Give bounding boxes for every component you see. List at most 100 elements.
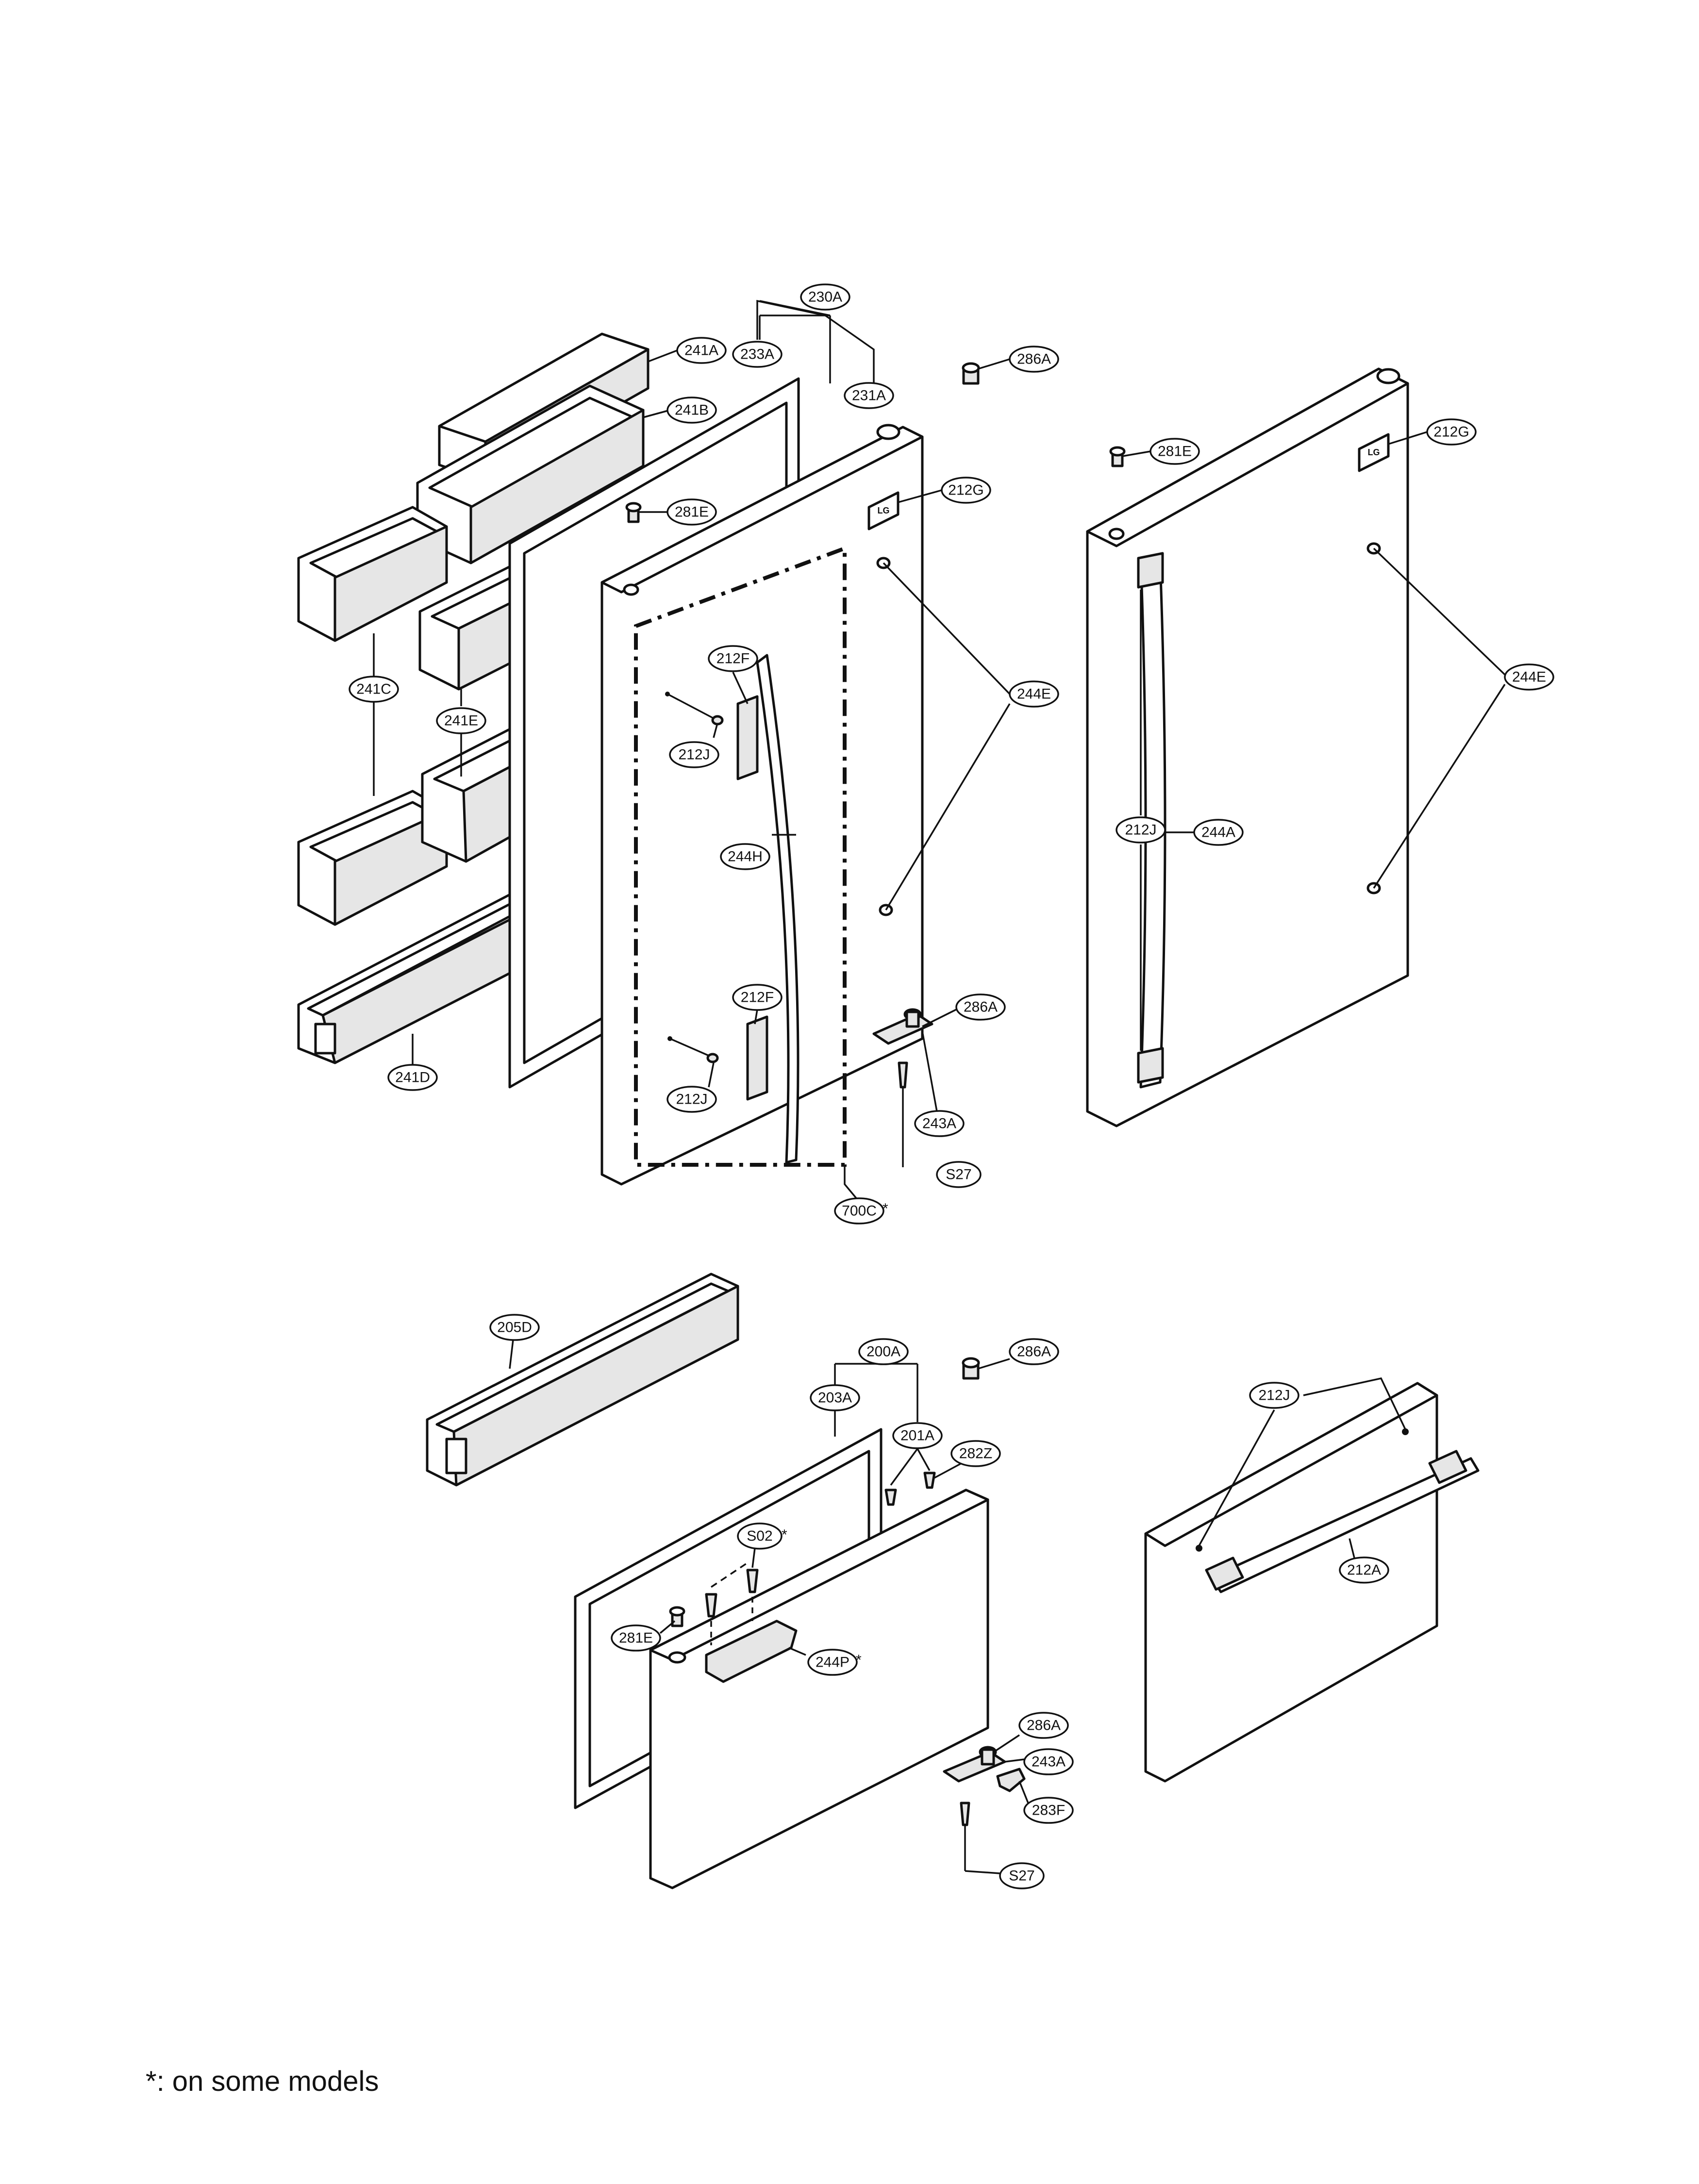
svg-text:212J: 212J — [676, 1092, 707, 1108]
callout-286A-drawer-lower: 286A — [1018, 1712, 1069, 1739]
hinge-pin-281E-drawer — [669, 1606, 685, 1627]
callout-281E-drawer: 281E — [611, 1624, 661, 1652]
svg-text:*: * — [883, 1201, 888, 1217]
svg-text:212J: 212J — [1258, 1388, 1290, 1404]
callout-241E: 241E — [436, 707, 486, 734]
svg-text:282Z: 282Z — [959, 1446, 992, 1462]
svg-text:S27: S27 — [946, 1167, 971, 1183]
callout-233A: 233A — [732, 341, 783, 368]
svg-text:230A: 230A — [808, 289, 842, 305]
callout-230A: 230A — [800, 283, 850, 311]
svg-text:281E: 281E — [619, 1630, 653, 1646]
svg-text:700C: 700C — [842, 1203, 877, 1219]
callout-212F-top: 212F — [708, 645, 758, 672]
callout-212J-top: 212J — [669, 741, 719, 768]
svg-text:231A: 231A — [852, 388, 886, 404]
handle-bracket-212F-top — [736, 695, 759, 780]
svg-text:244E: 244E — [1512, 669, 1546, 685]
callout-241D: 241D — [387, 1064, 438, 1091]
callout-286A-left-lower: 286A — [955, 993, 1006, 1021]
svg-text:241A: 241A — [684, 343, 718, 359]
small-bin-241C-top — [297, 506, 448, 642]
S02-dashed-link — [711, 1562, 748, 1588]
callout-212G-left-door: 212G — [941, 477, 991, 504]
callout-281E-left-door: 281E — [666, 498, 717, 526]
svg-text:244E: 244E — [1017, 686, 1051, 702]
svg-text:286A: 286A — [1027, 1718, 1061, 1734]
screw-S02-right — [746, 1569, 759, 1621]
svg-text:S27: S27 — [1009, 1868, 1034, 1884]
door-bin-241B — [416, 384, 645, 564]
hinge-pin-281E-right — [1109, 446, 1126, 467]
svg-text:241B: 241B — [675, 402, 709, 418]
footnote-on-some-models: *: on some models — [146, 2066, 379, 2097]
svg-text:LG: LG — [878, 506, 890, 515]
screw-S02-left — [705, 1593, 717, 1645]
svg-text:LG: LG — [1368, 447, 1380, 457]
callout-212J-drawer: 212J — [1249, 1382, 1299, 1409]
door-bin-205D — [426, 1273, 739, 1487]
callout-212J-right-door: 212J — [1116, 816, 1166, 844]
drawer-handle-244P — [705, 1620, 798, 1683]
svg-text:212F: 212F — [741, 990, 774, 1006]
callout-281E-right-door: 281E — [1149, 438, 1200, 465]
callout-241A: 241A — [676, 337, 727, 364]
callout-203A: 203A — [810, 1384, 860, 1411]
svg-text:212J: 212J — [678, 747, 710, 763]
callout-283F: 283F — [1023, 1797, 1074, 1824]
svg-text:244H: 244H — [728, 849, 763, 865]
svg-text:286A: 286A — [1017, 1344, 1051, 1360]
callout-244H: 244H — [720, 843, 770, 870]
callout-201A: 201A — [892, 1422, 943, 1449]
callout-244A: 244A — [1193, 819, 1244, 846]
screw-212J-drawer — [1196, 1428, 1409, 1552]
callout-243A-drawer: 243A — [1023, 1748, 1074, 1775]
callout-241C: 241C — [349, 676, 399, 703]
lg-logo-212G-right: LG — [1358, 433, 1390, 472]
svg-text:S02: S02 — [747, 1528, 772, 1544]
handle-bracket-212F-bottom — [746, 1015, 768, 1101]
callout-212G-right-door: 212G — [1426, 418, 1477, 446]
callout-S27-drawer: S27 — [999, 1862, 1045, 1889]
right-fridge-door-230A — [1086, 367, 1409, 1127]
callout-700C: 700C * — [834, 1197, 888, 1224]
screw-212J-top — [665, 692, 724, 726]
callout-282Z: 282Z — [950, 1440, 1001, 1467]
callout-231A: 231A — [844, 382, 894, 409]
svg-text:*: * — [856, 1652, 862, 1668]
svg-text:203A: 203A — [818, 1390, 852, 1406]
svg-text:*: * — [782, 1527, 787, 1543]
small-bin-241C-bottom — [297, 790, 448, 926]
screw-282Z — [884, 1472, 936, 1506]
callout-200A: 200A — [858, 1338, 909, 1365]
svg-text:212J: 212J — [1125, 822, 1156, 838]
svg-text:212G: 212G — [1433, 424, 1469, 440]
svg-text:243A: 243A — [922, 1116, 956, 1132]
hinge-cap-286A-top-left — [962, 362, 980, 385]
svg-text:281E: 281E — [1158, 444, 1192, 460]
callout-S02: S02 * — [737, 1522, 787, 1550]
lower-hinge-243A-drawer — [943, 1746, 1026, 1871]
callout-244E-right: 244E — [1504, 663, 1554, 691]
svg-text:233A: 233A — [740, 347, 774, 363]
callout-244P: 244P * — [807, 1649, 862, 1676]
callout-241B: 241B — [666, 397, 717, 424]
svg-text:281E: 281E — [675, 504, 709, 520]
svg-text:241E: 241E — [444, 713, 478, 729]
callout-286A-top-left: 286A — [1009, 346, 1059, 373]
svg-text:212A: 212A — [1347, 1562, 1381, 1578]
leader-lines — [373, 299, 1506, 1874]
svg-text:286A: 286A — [1017, 351, 1051, 367]
svg-text:283F: 283F — [1032, 1803, 1065, 1819]
svg-text:241C: 241C — [356, 681, 391, 697]
svg-text:241D: 241D — [395, 1070, 430, 1086]
lower-hinge-243A-left — [872, 1008, 933, 1167]
hinge-pin-281E-left — [625, 502, 642, 523]
svg-text:205D: 205D — [497, 1320, 532, 1336]
handle-244H — [756, 654, 800, 1164]
svg-text:212G: 212G — [948, 482, 983, 498]
left-fridge-door-231A — [600, 424, 924, 1186]
svg-text:286A: 286A — [964, 999, 998, 1015]
callout-205D: 205D — [489, 1314, 540, 1341]
